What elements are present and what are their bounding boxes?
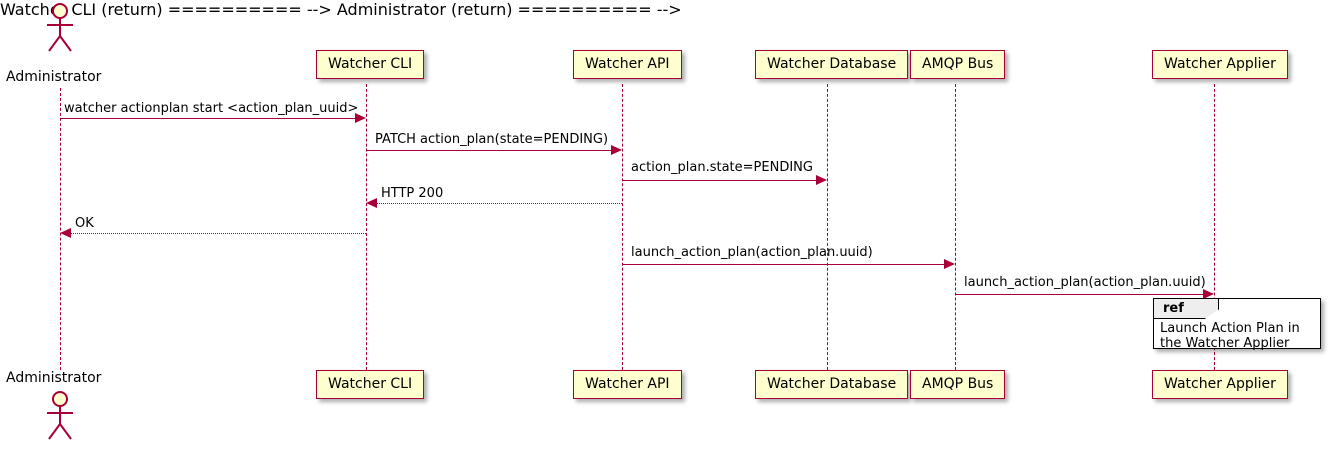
ref-fragment-tab — [1154, 299, 1219, 319]
lifeline-watcher-cli — [366, 84, 367, 370]
lifeline-watcher-api — [622, 84, 623, 370]
message-line-launch-action-plan-api-to-bus — [622, 264, 944, 265]
message-line-ok — [71, 233, 366, 234]
message-label-ok: OK — [75, 216, 94, 231]
message-line-patch-action-plan — [366, 150, 611, 151]
message-label-action-plan-state-pending: action_plan.state=PENDING — [631, 160, 813, 175]
participant-box-watcher-api-top[interactable]: Watcher API — [573, 50, 682, 79]
actor-administrator-top — [36, 2, 84, 54]
message-line-action-plan-state-pending — [622, 180, 816, 181]
actor-label-administrator-bottom: Administrator — [6, 370, 102, 386]
lifeline-watcher-applier — [1214, 84, 1215, 370]
message-label-patch-action-plan: PATCH action_plan(state=PENDING) — [375, 132, 609, 147]
lifeline-amqp-bus — [955, 84, 956, 370]
participant-box-amqp-bus-top[interactable]: AMQP Bus — [910, 50, 1006, 79]
actor-stick-figure-icon — [47, 3, 73, 52]
participant-box-watcher-api-bottom[interactable]: Watcher API — [573, 370, 682, 399]
message-arrowhead-launch-action-plan-bus-to-applier — [1203, 289, 1214, 299]
actor-label-administrator-top: Administrator — [6, 69, 102, 85]
message-line-launch-action-plan-bus-to-applier — [955, 294, 1203, 295]
participant-box-watcher-applier-top[interactable]: Watcher Applier — [1152, 50, 1288, 79]
message-arrowhead-action-plan-state-pending — [816, 175, 827, 185]
participant-box-watcher-cli-bottom[interactable]: Watcher CLI — [316, 370, 425, 399]
participant-box-watcher-applier-bottom[interactable]: Watcher Applier — [1152, 370, 1288, 399]
participant-box-amqp-bus-bottom[interactable]: AMQP Bus — [910, 370, 1006, 399]
participant-box-watcher-cli-top[interactable]: Watcher CLI — [316, 50, 425, 79]
message-arrowhead-http-200 — [366, 198, 377, 208]
ref-fragment-operator-label: ref — [1163, 301, 1184, 316]
ref-fragment-launch-action-plan[interactable]: ref Launch Action Plan in the Watcher Ap… — [1153, 298, 1321, 351]
actor-administrator-bottom — [36, 390, 84, 442]
message-label-watcher-actionplan-start: watcher actionplan start <action_plan_uu… — [64, 101, 359, 116]
message-label-http-200: HTTP 200 — [381, 186, 444, 201]
ref-fragment-text: Launch Action Plan in the Watcher Applie… — [1160, 321, 1300, 351]
message-arrowhead-ok — [60, 228, 71, 238]
message-label-launch-action-plan-bus-to-applier: launch_action_plan(action_plan.uuid) — [964, 275, 1206, 290]
message-line-watcher-actionplan-start — [60, 118, 355, 119]
message-arrowhead-launch-action-plan-api-to-bus — [944, 259, 955, 269]
message-label-launch-action-plan-api-to-bus: launch_action_plan(action_plan.uuid) — [631, 245, 873, 260]
actor-stick-figure-icon — [47, 391, 73, 440]
message-line-http-200 — [377, 203, 622, 204]
message-arrowhead-watcher-actionplan-start — [355, 113, 366, 123]
participant-box-watcher-database-bottom[interactable]: Watcher Database — [755, 370, 909, 399]
lifeline-watcher-database — [827, 84, 828, 370]
message-arrowhead-patch-action-plan — [611, 145, 622, 155]
participant-box-watcher-database-top[interactable]: Watcher Database — [755, 50, 909, 79]
